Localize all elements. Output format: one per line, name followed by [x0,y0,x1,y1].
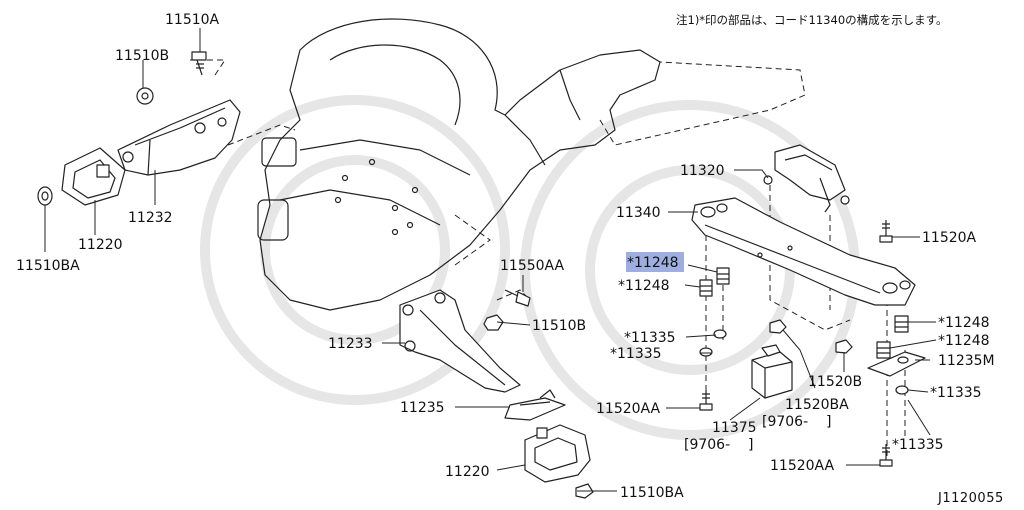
plate-11235 [504,389,566,421]
label-11520AA-left[interactable]: 11520AA [596,401,661,417]
label-11510BA-left[interactable]: 11510BA [16,258,80,274]
label-11335-right2[interactable]: *11335 [892,437,944,453]
label-11335-left2[interactable]: *11335 [610,346,662,362]
bracket-11233 [399,289,521,393]
nut-11510B-mid [483,314,504,331]
mount-11220-left [61,147,126,206]
transmission-assembly [257,18,661,311]
label-11520AA-right[interactable]: 11520AA [770,458,835,474]
bolt-11520A [879,220,893,243]
washer-11335-right [895,385,909,395]
insulator-11248-right-a [894,315,909,333]
insulator-11248-left-b [716,267,730,285]
label-11375-date: [9706- ] [684,437,753,453]
bracket-11320 [763,144,850,213]
bolt-11520AA-right [879,444,893,467]
label-11233[interactable]: 11233 [328,336,373,352]
diagram-code: J1120055 [937,491,1004,506]
insulator-11248-right-b [876,341,891,359]
bolt-11510A [191,51,207,76]
insulator-11248-left-a [699,279,713,297]
nut-11520B [835,339,853,354]
plate-11235M [867,351,926,377]
label-11520BA-date: [9706- ] [762,414,831,430]
label-11510BA-bottom[interactable]: 11510BA [620,485,684,501]
damper-11375 [751,344,793,399]
leader-lines [44,28,937,492]
label-11248-highlight[interactable]: *11248 [627,255,679,271]
highlight-box [626,252,684,272]
label-11510A[interactable]: 11510A [165,12,220,28]
label-11220-left[interactable]: 11220 [78,237,123,253]
label-11235M[interactable]: 11235M [938,353,995,369]
label-11248-right2[interactable]: *11248 [938,333,990,349]
label-11550AA[interactable]: 11550AA [500,258,565,274]
bolt-11550AA [504,289,531,307]
label-11520BA[interactable]: 11520BA [785,397,849,413]
crossmember-11340 [691,197,916,306]
washer-11335-left [699,329,727,357]
bolt-11520AA-left [699,390,713,411]
label-11335-right1[interactable]: *11335 [930,385,982,401]
note-text: 注1)*印の部品は、コード11340の構成を示します。 [676,13,947,27]
washer-11510BA-left [37,186,53,206]
label-11248-right1[interactable]: *11248 [938,315,990,331]
label-11340[interactable]: 11340 [616,205,661,221]
label-11232[interactable]: 11232 [128,210,173,226]
label-11520B[interactable]: 11520B [808,374,862,390]
label-11235[interactable]: 11235 [400,400,445,416]
label-11510B-mid[interactable]: 11510B [532,318,586,334]
label-11335-left1[interactable]: *11335 [624,330,676,346]
label-11320[interactable]: 11320 [680,163,725,179]
label-11248-left[interactable]: *11248 [618,278,670,294]
label-11220-bottom[interactable]: 11220 [445,464,490,480]
label-11510B-top[interactable]: 11510B [115,48,169,64]
label-11520A[interactable]: 11520A [922,230,977,246]
mount-11220-bottom [524,424,591,483]
nut-11510B-top [136,87,154,105]
part-labels: 11510A 11510B 11232 11220 11510BA 11550A… [16,12,995,501]
label-11375[interactable]: 11375 [712,420,757,436]
bracket-11232 [117,99,241,176]
